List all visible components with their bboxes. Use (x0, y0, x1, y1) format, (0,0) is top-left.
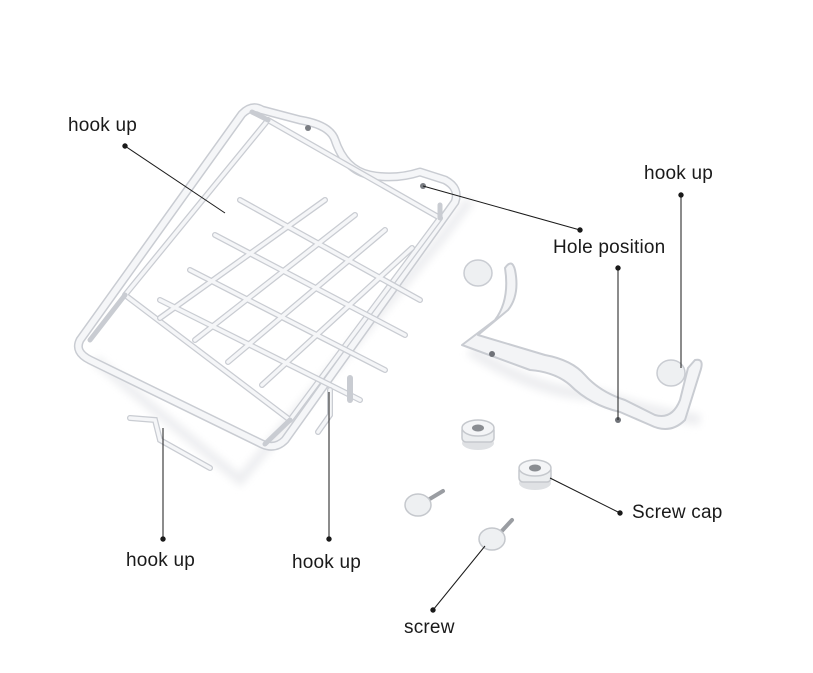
screw-cap-2 (519, 460, 551, 490)
label-screw-cap: Screw cap (632, 502, 723, 524)
bracket-hole-left (489, 351, 495, 357)
screw-1 (405, 491, 443, 516)
label-hook-up-top-left: hook up (68, 115, 137, 137)
leader-lines (123, 144, 683, 612)
screw-cap-1 (462, 420, 494, 450)
basket-hole-left (305, 125, 311, 131)
bracket-knob-left (464, 260, 492, 286)
screw-2 (479, 520, 512, 550)
label-hole-position: Hole position (553, 237, 665, 259)
wire-basket (78, 108, 470, 480)
label-hook-up-top-right: hook up (644, 163, 713, 185)
bracket-body (462, 263, 702, 429)
label-hook-up-bottom-left: hook up (126, 550, 195, 572)
label-hook-up-bottom-middle: hook up (292, 552, 361, 574)
label-screw: screw (404, 617, 455, 639)
wire-bracket (462, 260, 702, 429)
